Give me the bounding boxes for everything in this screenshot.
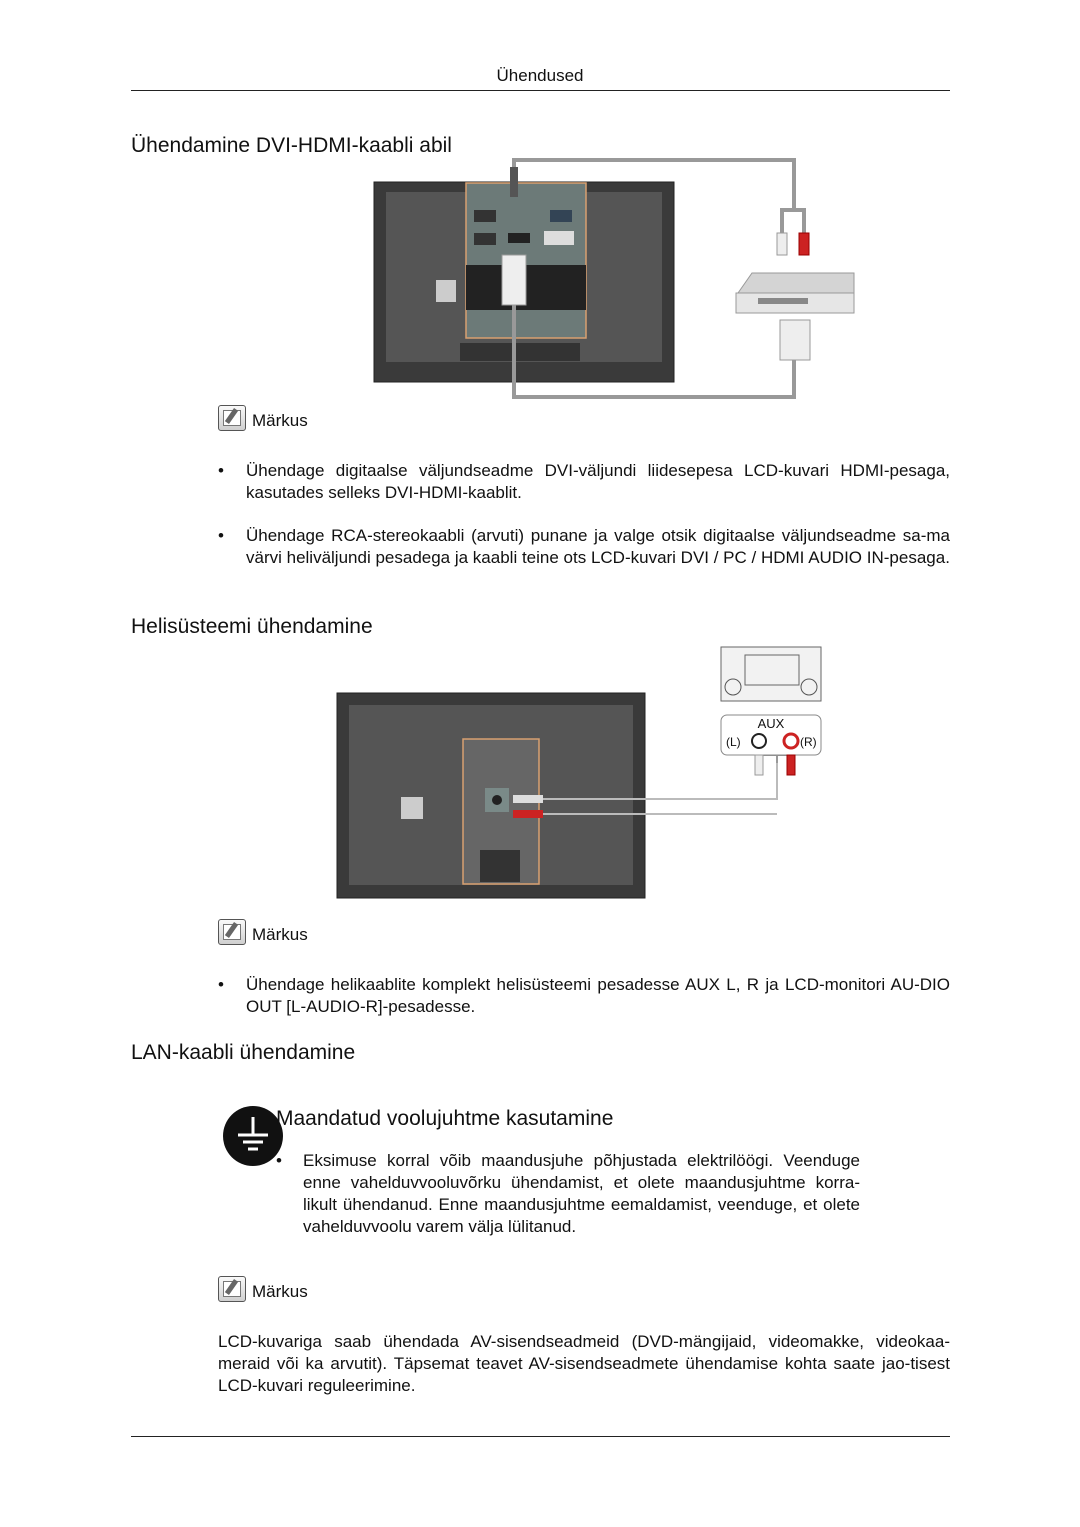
stereo-system xyxy=(720,646,822,702)
bullet-glyph: • xyxy=(218,975,224,994)
dvi-hdmi-diagram xyxy=(373,158,855,399)
section-heading-dvi-hdmi: Ühendamine DVI-HDMI-kaabli abil xyxy=(131,134,452,157)
header-rule xyxy=(131,90,950,91)
section-heading-audio: Helisüsteemi ühendamine xyxy=(131,615,373,638)
aux-right-jack xyxy=(782,732,800,750)
note-2: Märkus xyxy=(218,919,308,945)
aux-label: AUX xyxy=(758,716,785,731)
note-label: Märkus xyxy=(252,925,308,944)
red-rca-plug xyxy=(798,232,810,256)
aux-left-jack xyxy=(751,733,767,749)
bullet-glyph: • xyxy=(218,461,224,480)
memo-icon xyxy=(218,1276,246,1302)
note-label: Märkus xyxy=(252,1282,308,1301)
list-item: • Ühendage digitaalse väljundseadme DVI-… xyxy=(218,461,950,502)
dvi-plug xyxy=(779,319,811,361)
list-item: • Ühendage RCA-stereokaabli (arvuti) pun… xyxy=(218,526,950,567)
list-item: • Eksimuse korral võib maandusjuhe põhju… xyxy=(276,1151,860,1236)
section-heading-ground: Maandatud voolujuhtme kasutamine xyxy=(276,1107,614,1130)
section-heading-lan: LAN-kaabli ühendamine xyxy=(131,1041,356,1064)
aux-right-label: (R) xyxy=(800,735,817,749)
note-3: Märkus xyxy=(218,1276,308,1302)
white-rca-plug xyxy=(776,232,788,256)
aux-left-label: (L) xyxy=(726,735,741,749)
bullet-glyph: • xyxy=(276,1151,282,1170)
audio-cable xyxy=(543,763,778,800)
memo-icon xyxy=(218,405,246,431)
dvi-hdmi-cable xyxy=(512,305,796,399)
connector-panel xyxy=(465,182,587,339)
page-header: Ühendused xyxy=(496,66,584,85)
ground-symbol-icon xyxy=(223,1106,283,1166)
note-label: Märkus xyxy=(252,411,308,430)
list-item: • Ühendage helikaablite komplekt helisüs… xyxy=(218,975,950,1016)
note-1: Märkus xyxy=(218,405,308,431)
body-paragraph: LCD-kuvariga saab ühendada AV-sisendsead… xyxy=(218,1332,950,1395)
bullet-glyph: • xyxy=(218,526,224,545)
footer-rule xyxy=(131,1436,950,1437)
memo-icon xyxy=(218,919,246,945)
audio-diagram: AUX (L) (R) xyxy=(336,646,822,899)
